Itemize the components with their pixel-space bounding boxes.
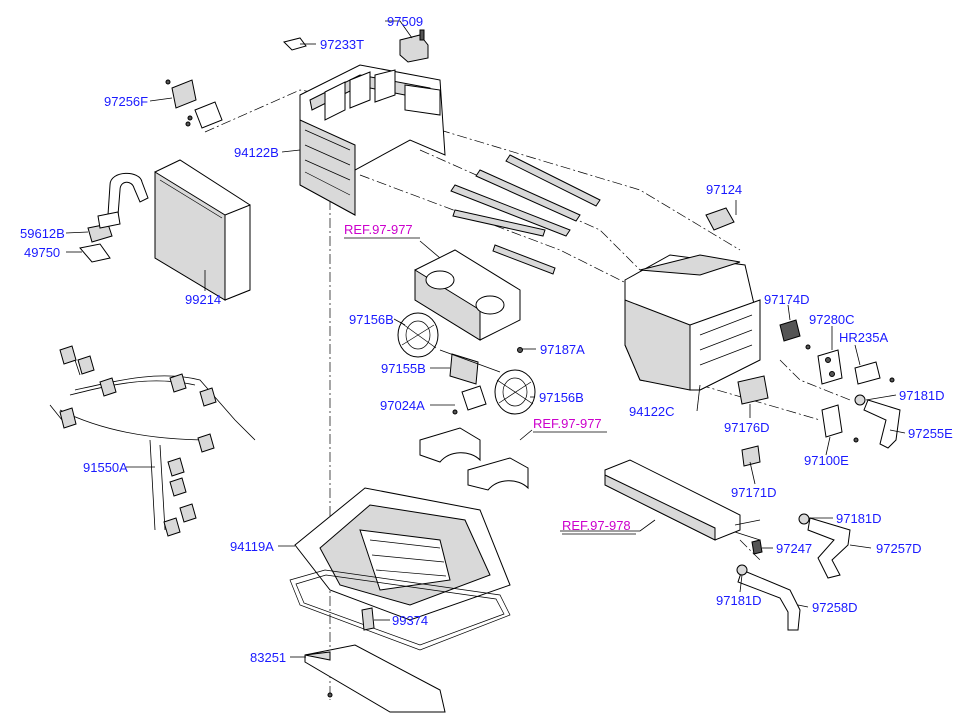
label-97174d: 97174D xyxy=(764,292,810,307)
sensor-97100e xyxy=(821,404,859,443)
label-97155b: 97155B xyxy=(381,361,426,376)
scroll-halves xyxy=(419,427,529,491)
actuator-97124 xyxy=(705,207,735,231)
actuator-97174d xyxy=(779,319,811,350)
ref-label-97-978: REF.97-978 xyxy=(562,518,631,533)
alignment-lines xyxy=(204,89,851,700)
wiring-harness-91550a xyxy=(49,345,256,537)
label-97176d: 97176D xyxy=(724,420,770,435)
ref-label-97-977-mid: REF.97-977 xyxy=(533,416,602,431)
leader-lines xyxy=(65,20,906,658)
label-97156b-bottom: 97156B xyxy=(539,390,584,405)
label-97187a: 97187A xyxy=(540,342,585,357)
clip-97187a xyxy=(517,347,523,353)
label-97171d: 97171D xyxy=(731,485,777,500)
gasket xyxy=(289,569,511,651)
label-94119a: 94119A xyxy=(230,539,274,554)
label-97257d: 97257D xyxy=(876,541,922,556)
bracket-97280c xyxy=(817,349,843,385)
bracket-97256f xyxy=(165,79,223,129)
label-83251: 83251 xyxy=(250,650,286,665)
heater-case-94122c xyxy=(624,254,761,391)
link-97233t xyxy=(283,37,307,51)
actuator-97176d xyxy=(737,375,769,405)
heater-core xyxy=(604,459,761,541)
hose-97257d xyxy=(798,513,851,579)
hose-97258d xyxy=(736,564,801,631)
evaporator-core-99214 xyxy=(154,159,251,301)
drain-99374 xyxy=(361,607,375,631)
lower-case-94119a xyxy=(294,487,511,621)
actuator-97509 xyxy=(399,29,429,63)
label-99374: 99374 xyxy=(392,613,428,628)
label-97181d-top: 97181D xyxy=(899,388,945,403)
plate-83251 xyxy=(304,644,446,713)
label-97256f: 97256F xyxy=(104,94,148,109)
sensor-97171d xyxy=(741,445,761,467)
bracket-97024a xyxy=(452,385,487,415)
hose-97255e xyxy=(854,394,901,449)
upper-case-94122b xyxy=(299,64,446,216)
label-97124: 97124 xyxy=(706,182,742,197)
label-59612b: 59612B xyxy=(20,226,65,241)
label-97156b-top: 97156B xyxy=(349,312,394,327)
label-97255e: 97255E xyxy=(908,426,953,441)
bracket-hr235a xyxy=(854,361,895,385)
blower-wheel-bottom-97156b xyxy=(494,369,536,415)
label-94122b: 94122B xyxy=(234,145,279,160)
label-97024a: 97024A xyxy=(380,398,425,413)
mode-doors xyxy=(450,154,601,275)
label-97233t: 97233T xyxy=(320,37,364,52)
label-97280c: 97280C xyxy=(809,312,855,327)
blower-motor-97155b xyxy=(439,349,501,385)
label-97181d-mid: 97181D xyxy=(836,511,882,526)
label-97100e: 97100E xyxy=(804,453,849,468)
label-hr235a: HR235A xyxy=(839,330,888,345)
label-97181d-bottom: 97181D xyxy=(716,593,762,608)
label-91550a: 91550A xyxy=(83,460,128,475)
blower-wheel-top-97156b xyxy=(397,312,439,358)
expansion-valve-59612b xyxy=(79,172,149,263)
part-labels: 97509 97233T 97256F 94122B 59612B 49750 … xyxy=(20,14,953,665)
label-97247: 97247 xyxy=(776,541,812,556)
ref-label-97-977-top: REF.97-977 xyxy=(344,222,413,237)
label-97258d: 97258D xyxy=(812,600,858,615)
label-97509: 97509 xyxy=(387,14,423,29)
label-99214: 99214 xyxy=(185,292,221,307)
blower-case xyxy=(414,249,521,341)
label-94122c: 94122C xyxy=(629,404,675,419)
clip-97247 xyxy=(751,539,763,555)
label-49750: 49750 xyxy=(24,245,60,260)
